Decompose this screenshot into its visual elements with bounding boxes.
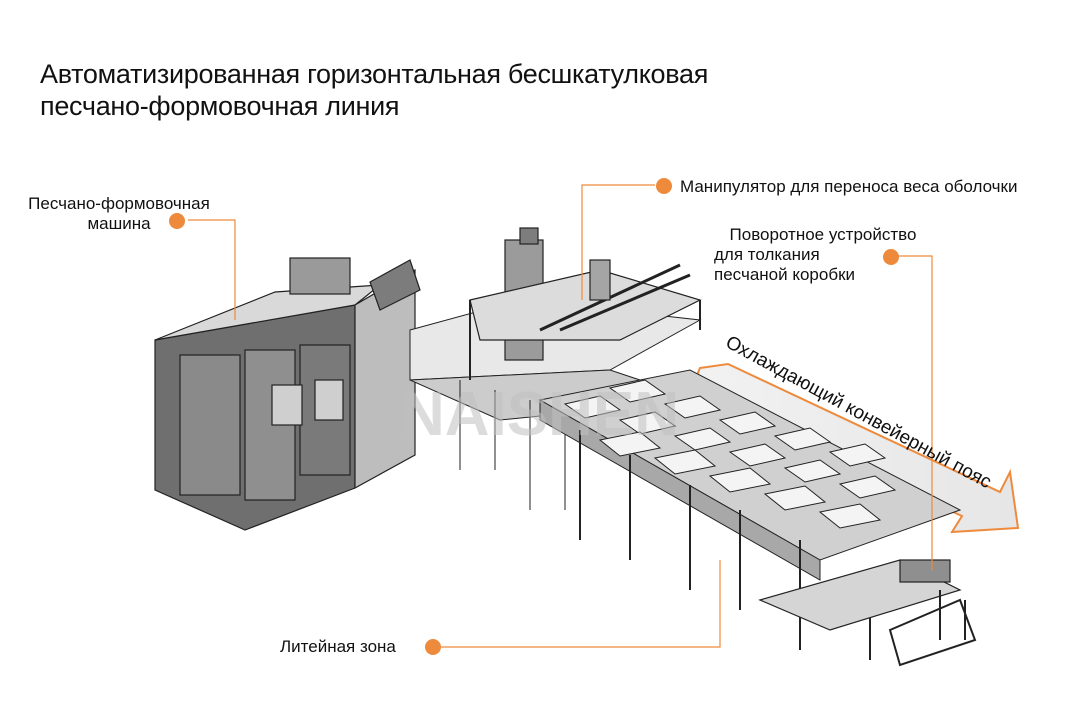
label-molding-machine: Песчано-формовочная машина [28, 194, 210, 233]
page-title: Автоматизированная горизонтальная бесшка… [40, 58, 708, 122]
leader-lines [188, 184, 933, 648]
dot-pouring-zone [425, 639, 441, 655]
conveyor-molds [538, 369, 962, 660]
watermark: NAISHEN [400, 380, 679, 449]
leader-manipulator [581, 184, 655, 300]
leader-pouring-zone [425, 560, 721, 648]
title-line-1: Автоматизированная горизонтальная бесшка… [40, 59, 709, 89]
molding-machine [154, 257, 421, 531]
dot-pusher [883, 249, 899, 265]
label-pusher: Поворотное устройство для толкания песча… [714, 225, 917, 284]
pusher-unit [758, 559, 977, 667]
leader-molding-machine [188, 219, 236, 320]
title-line-2: песчано-формовочная линия [40, 91, 400, 121]
label-pouring-zone: Литейная зона [280, 637, 396, 656]
leader-pusher [898, 255, 933, 570]
manipulator [469, 227, 702, 380]
dot-manipulator [656, 178, 672, 194]
label-manipulator: Манипулятор для переноса веса оболочки [680, 177, 1018, 196]
dot-molding-machine [169, 213, 185, 229]
callout-dots [169, 178, 899, 655]
